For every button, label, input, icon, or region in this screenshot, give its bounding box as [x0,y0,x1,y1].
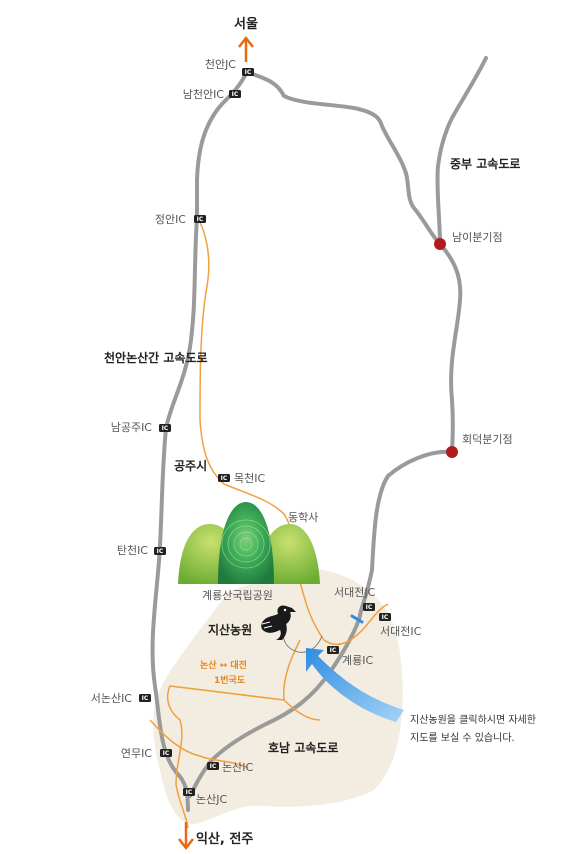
ic-namcheonan-label: 남천안IC [183,87,225,101]
ic-gyeryong-label: 계룡IC [342,654,373,667]
ic-badge-namgongju-text: IC [162,425,169,432]
ic-badge-seodaejeon-ic: IC [379,613,391,621]
callout-line-2: 지도를 보실 수 있습니다. [410,732,515,744]
ic-badge-seodaejeon-jc: IC [363,603,375,611]
ic-badge-jeongan-text: IC [197,216,204,223]
ic-nonsan-label: 논산IC [222,761,253,774]
ic-badge-namcheonan: IC [229,90,241,98]
route1-branch-east [283,699,321,721]
jungbu-expressway-label: 중부 고속도로 [450,157,520,171]
honam-expressway [188,614,362,798]
ic-badge-gyeryong-text: IC [330,647,337,654]
ic-badge-cheonan-text: IC [245,69,252,76]
ic-badge-nonsan: IC [207,762,219,770]
dest-south: 익산, 전주 [196,831,253,847]
nami-junction-dot [434,238,446,250]
ic-badge-mokcheon: IC [218,474,230,482]
ic-badge-yeonmu: IC [160,749,172,757]
route1-road [199,221,389,646]
ic-seononsan-label: 서논산IC [91,692,133,705]
dest-north: 서울 [234,16,258,32]
jungbu-expressway-line [245,70,463,618]
ic-badge-jeongan: IC [194,215,206,223]
jc-nonsan-label: 논산JC [196,793,227,806]
route1-label-2: 1번국도 [214,674,246,686]
south-arrow-icon [178,822,194,851]
ic-cheonan-label: 천안JC [205,57,236,71]
ic-badge-gyeryong: IC [327,646,339,654]
ic-badge-seononsan: IC [139,694,151,702]
ic-badge-yeonmu-text: IC [163,750,170,757]
ic-tancheon-label: 탄천IC [117,543,148,557]
callout-arrow [306,648,404,722]
donghaksa-label: 동학사 [288,511,318,524]
ic-badge-seodaejeon-jc-text: IC [366,604,373,611]
route1-label-1: 논산 ↔ 대전 [200,659,247,671]
farm-label[interactable]: 지산농원 [208,622,252,637]
park-label: 계룡산국립공원 [202,589,273,602]
gyeryongsan-mountains [178,502,320,584]
ic-jeongan-label: 정안IC [155,213,186,226]
route1-branch-west [149,719,249,769]
ic-namgongju-label: 남공주IC [111,421,153,434]
honam-expressway-label: 호남 고속도로 [268,740,338,755]
ic-badge-tancheon-text: IC [157,548,164,555]
ic-badge-mokcheon-text: IC [221,475,228,482]
blue-marker-icon [350,614,364,624]
north-arrow-icon [238,35,254,62]
ic-badge-tancheon: IC [154,547,166,555]
ic-badge-seononsan-text: IC [142,695,149,702]
callout-line-1: 지산농원을 클릭하시면 자세한 [410,713,536,726]
ic-badge-nonsan-text: IC [210,763,217,770]
jungbu-expressway-north [435,56,488,246]
ic-badge-nonsan-jc: IC [183,788,195,796]
ic-badge-nonsan-jc-text: IC [186,789,193,796]
ic-seodaejeon-jc-label: 서대전JC [334,586,376,599]
ic-mokcheon-label: 목천IC [234,471,265,485]
cheonan-nonsan-expressway-label: 천안논산간 고속도로 [104,350,208,365]
hoedeok-junction-label: 회덕분기점 [462,433,513,446]
nami-junction-label: 남이분기점 [452,231,503,244]
ic-badge-namcheonan-text: IC [232,91,239,98]
ic-badge-seodaejeon-ic-text: IC [382,614,389,621]
route1-lower [166,639,301,829]
ic-seodaejeon-ic-label: 서대전IC [380,625,422,638]
ic-badge-cheonan: IC [242,68,254,76]
ic-badge-namgongju: IC [159,424,171,432]
gongju-label: 공주시 [174,459,207,473]
farm-logo-bird-icon[interactable] [261,605,296,640]
hoedeok-junction-dot [446,446,458,458]
ic-yeonmu-label: 연무IC [121,747,152,760]
